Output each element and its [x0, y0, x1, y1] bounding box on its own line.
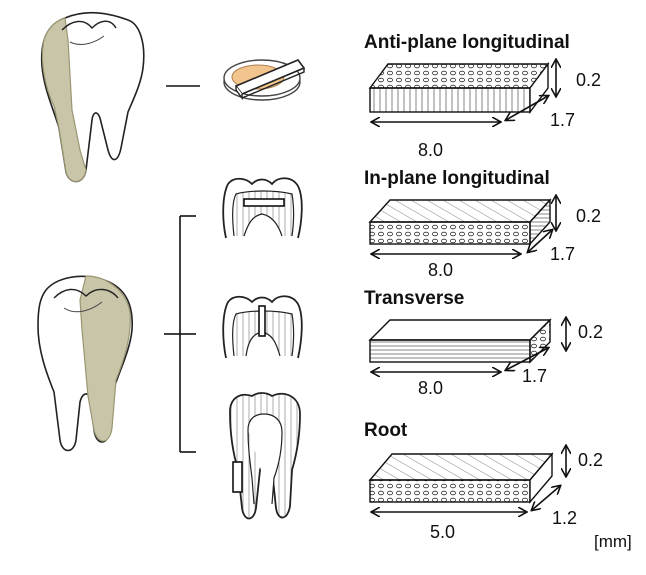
width-arrow [506, 96, 548, 120]
beam-block-root [368, 446, 566, 512]
beam-block-transverse [368, 318, 566, 372]
width-arrow [532, 486, 560, 510]
width-label: 1.7 [550, 110, 576, 130]
section-bracket [164, 215, 196, 453]
width-label: 1.2 [552, 508, 578, 528]
beam-block-inplane [368, 196, 556, 254]
thickness-label: 0.2 [576, 70, 602, 90]
panel-heading-antiplane: Anti-plane longitudinal [364, 32, 570, 53]
thickness-label: 0.2 [576, 206, 602, 226]
crown-section-transverse [222, 295, 303, 359]
length-label: 5.0 [430, 522, 456, 542]
width-label: 1.7 [550, 244, 576, 264]
width-arrow [528, 230, 552, 252]
panel-heading-root: Root [364, 420, 408, 441]
width-label: 1.7 [522, 366, 548, 386]
unit-label: [mm] [594, 532, 632, 551]
thickness-label: 0.2 [578, 450, 604, 470]
molar-bottom-illustration [37, 275, 133, 452]
beam-block-antiplane [368, 60, 556, 122]
length-label: 8.0 [418, 378, 444, 398]
thickness-label: 0.2 [578, 322, 604, 342]
molar-top-illustration [40, 11, 145, 183]
length-label: 8.0 [418, 140, 444, 160]
disc-specimen-illustration [223, 59, 306, 101]
tooth-section-root [229, 392, 301, 520]
panel-heading-transverse: Transverse [364, 288, 465, 309]
length-label: 8.0 [428, 260, 454, 280]
width-arrow [506, 348, 548, 370]
crown-section-inplane [222, 177, 303, 239]
panel-heading-inplane: In-plane longitudinal [364, 168, 550, 189]
